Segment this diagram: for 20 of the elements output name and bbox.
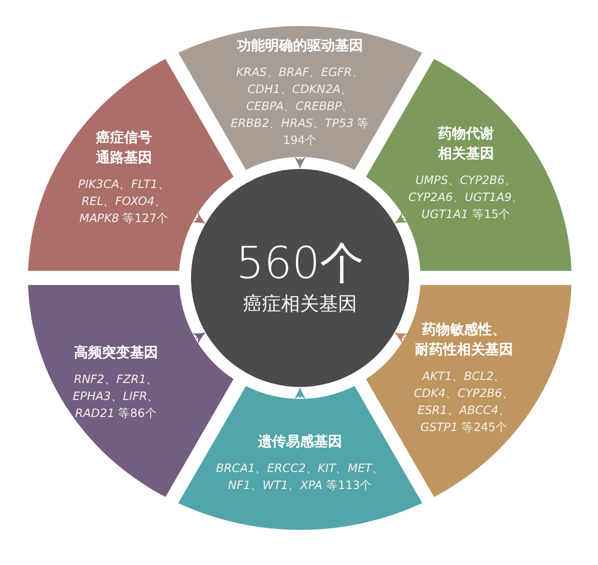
arrow: [294, 157, 306, 168]
segment-title: 药物敏感性、耐药性相关基因: [414, 320, 514, 360]
arrow: [192, 212, 206, 224]
gene-list: PIK3CA、FLT1、REL、FOXO4、MAPK8 等127个: [65, 176, 183, 227]
segment-title: 功能明确的驱动基因: [236, 37, 364, 56]
arrow: [394, 212, 408, 224]
gene-list: UMPS、CYP2B6、CYP2A6、UGT1A9、UGT1A1 等15个: [390, 172, 541, 223]
gene-list: AKT1、BCL2、CDK4、CYP2B6、ESR1、ABCC4、GSTP1 等245个: [404, 368, 523, 436]
arrow: [394, 332, 408, 344]
gene-list: RNF2、FZR1、EPHA3、LIFR、RAD21 等86个: [56, 370, 176, 422]
segment-title: 癌症信号通路基因: [95, 128, 153, 168]
gene-list: KRAS、BRAF、EGFR、CDH1、CDKN2A、CEBPA、CREBBP、ERBB2、HRAS、TP53 等194个: [224, 64, 375, 149]
segment-title: 药物代谢相关基因: [436, 124, 495, 164]
gene-count: 560个: [236, 239, 364, 289]
arrow: [294, 388, 306, 399]
center-title: 癌症相关基因: [243, 292, 357, 317]
arrow: [192, 332, 206, 344]
segment-title: 高频突变基因: [73, 344, 159, 363]
gene-list: BRCA1、ERCC2、KIT、MET、NF1、WT1、XPA 等113个: [210, 460, 390, 494]
segment-title: 遗传易感基因: [256, 432, 343, 452]
